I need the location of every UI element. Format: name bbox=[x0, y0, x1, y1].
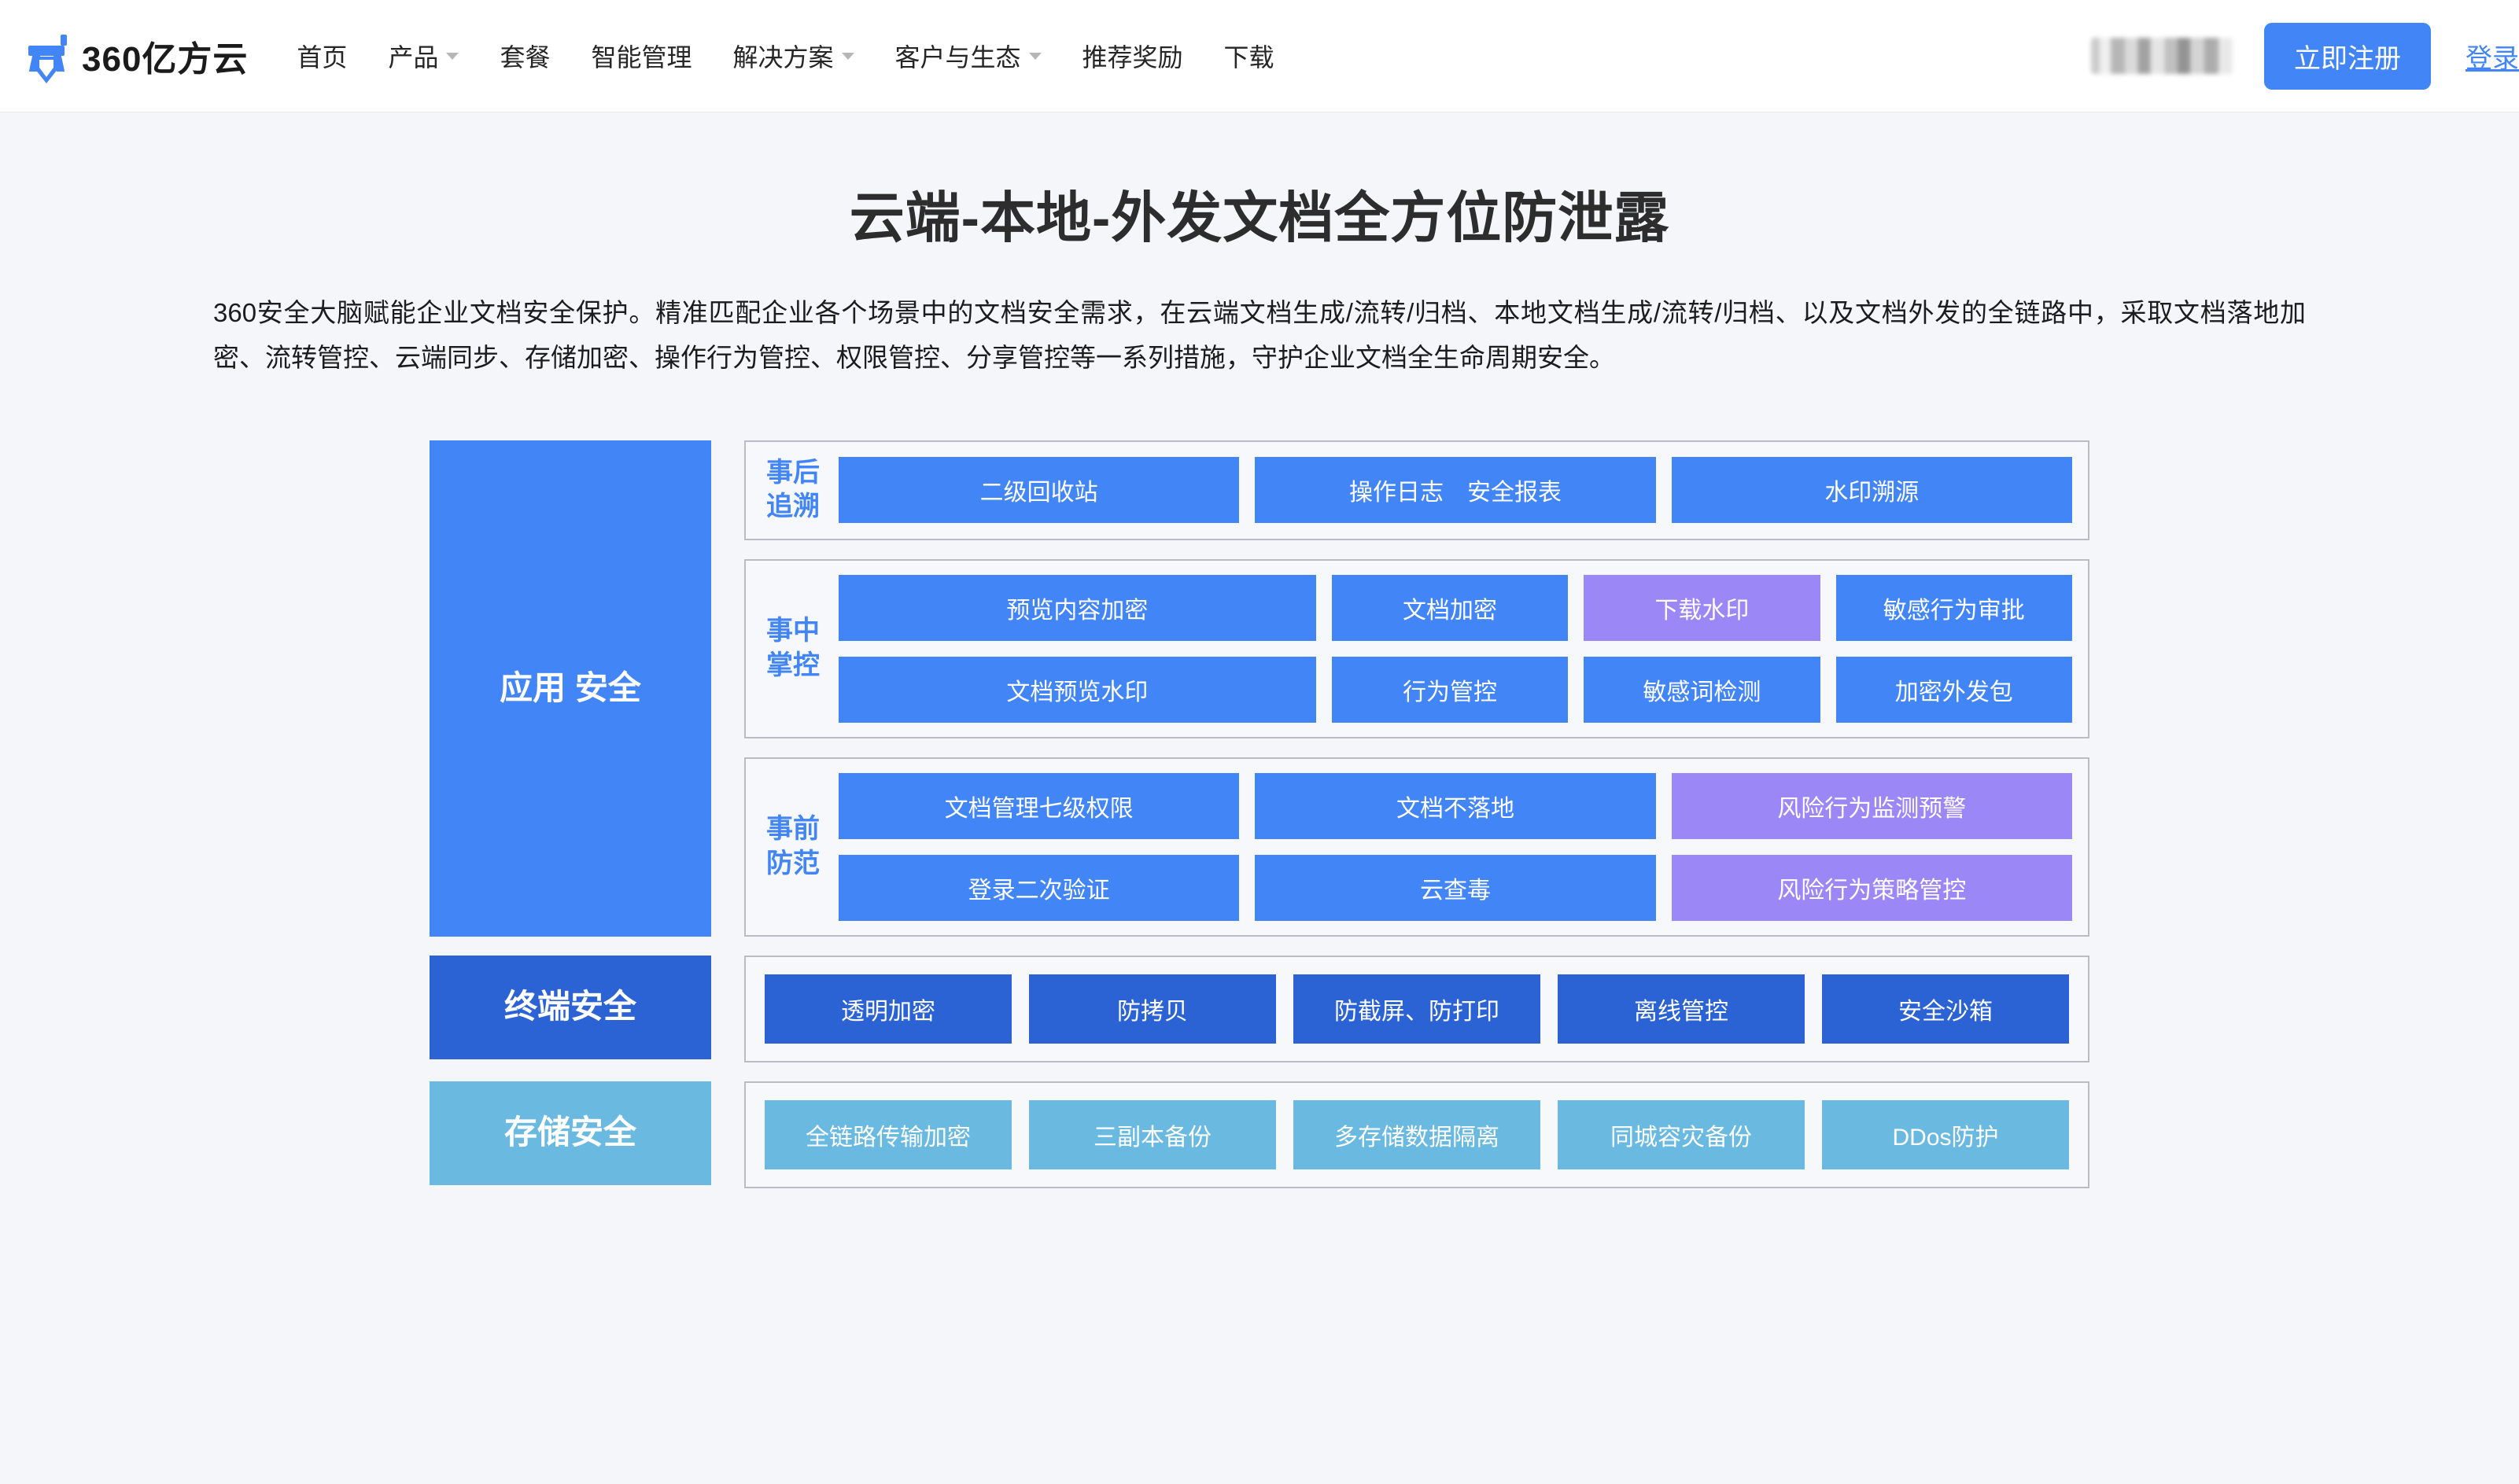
tile-watermark-tracing[interactable]: 水印溯源 bbox=[1671, 457, 2072, 524]
tile-row: 文档预览水印 行为管控 敏感词检测 加密外发包 bbox=[839, 656, 2072, 723]
tile-behavior-control[interactable]: 行为管控 bbox=[1331, 656, 1569, 723]
nav-item-label: 客户与生态 bbox=[894, 43, 1021, 72]
terminal-security-tiles: 透明加密 防拷贝 防截屏、防打印 离线管控 安全沙箱 bbox=[744, 955, 2089, 1062]
nav-item-label: 套餐 bbox=[500, 43, 551, 72]
tile-login-two-factor[interactable]: 登录二次验证 bbox=[839, 854, 1240, 921]
tile-full-link-transport-encryption[interactable]: 全链路传输加密 bbox=[765, 1099, 1012, 1169]
tile-document-preview-watermark[interactable]: 文档预览水印 bbox=[839, 656, 1316, 723]
application-security-groups: 事后 追溯 二级回收站 操作日志 安全报表 水印溯源 事中 掌控 预 bbox=[744, 440, 2089, 937]
tile-sensitive-behavior-approval[interactable]: 敏感行为审批 bbox=[1835, 574, 2072, 641]
nav-item-home[interactable]: 首页 bbox=[297, 38, 347, 74]
nav-item-label: 解决方案 bbox=[732, 43, 834, 72]
tile-cloud-antivirus[interactable]: 云查毒 bbox=[1255, 854, 1656, 921]
tile-row: 文档管理七级权限 文档不落地 风险行为监测预警 bbox=[839, 772, 2072, 839]
group-label: 事中 掌控 bbox=[766, 616, 820, 680]
nav-item-label: 推荐奖励 bbox=[1082, 43, 1183, 72]
post-incident-tracing-group: 事后 追溯 二级回收站 操作日志 安全报表 水印溯源 bbox=[744, 440, 2089, 540]
tile-row: 二级回收站 操作日志 安全报表 水印溯源 bbox=[839, 457, 2072, 524]
tile-sensitive-word-detection[interactable]: 敏感词检测 bbox=[1584, 656, 1820, 723]
tile-document-encryption[interactable]: 文档加密 bbox=[1331, 574, 1569, 641]
nav-item-label: 智能管理 bbox=[591, 43, 692, 72]
yifangyun-logo-icon bbox=[24, 28, 69, 83]
page-description: 360安全大脑赋能企业文档安全保护。精准匹配企业各个场景中的文档安全需求，在云端… bbox=[213, 298, 2306, 372]
tile-multi-storage-data-isolation[interactable]: 多存储数据隔离 bbox=[1293, 1099, 1540, 1169]
nav-item-smart-management[interactable]: 智能管理 bbox=[591, 38, 692, 74]
nav-item-customers-ecosystem[interactable]: 客户与生态 bbox=[895, 38, 1042, 74]
tile-operation-log-security-report[interactable]: 操作日志 安全报表 bbox=[1255, 457, 1656, 524]
login-link[interactable]: 登录 bbox=[2466, 43, 2519, 74]
chevron-down-icon bbox=[446, 52, 459, 60]
brand-logo[interactable]: 360亿方云 bbox=[24, 28, 248, 83]
tile-transparent-encryption[interactable]: 透明加密 bbox=[765, 974, 1012, 1044]
nav-item-solutions[interactable]: 解决方案 bbox=[732, 38, 854, 74]
nav-item-label: 首页 bbox=[297, 43, 348, 72]
tile-no-local-landing[interactable]: 文档不落地 bbox=[1255, 772, 1656, 839]
redacted-banner bbox=[2091, 38, 2233, 74]
storage-security-row: 存储安全 全链路传输加密 三副本备份 多存储数据隔离 同城容灾备份 DDos防护 bbox=[430, 1081, 2089, 1188]
tile-security-sandbox[interactable]: 安全沙箱 bbox=[1822, 974, 2069, 1044]
tile-three-replica-backup[interactable]: 三副本备份 bbox=[1029, 1099, 1276, 1169]
page-content: 云端-本地-外发文档全方位防泄露 360安全大脑赋能企业文档安全保护。精准匹配企… bbox=[0, 112, 2519, 1484]
in-incident-control-group: 事中 掌控 预览内容加密 文档加密 下载水印 敏感行为审批 文档预览水印 行为管… bbox=[744, 558, 2089, 738]
tile-anti-screenshot-anti-print[interactable]: 防截屏、防打印 bbox=[1293, 974, 1540, 1044]
nav-item-label: 产品 bbox=[388, 43, 439, 72]
nav-item-packages[interactable]: 套餐 bbox=[500, 38, 550, 74]
tile-offline-control[interactable]: 离线管控 bbox=[1558, 974, 1805, 1044]
nav-item-download[interactable]: 下载 bbox=[1224, 38, 1274, 74]
hero-section: 云端-本地-外发文档全方位防泄露 360安全大脑赋能企业文档安全保护。精准匹配企… bbox=[0, 112, 2519, 381]
tile-risk-behavior-monitoring-alert[interactable]: 风险行为监测预警 bbox=[1671, 772, 2072, 839]
terminal-security-label: 终端安全 bbox=[430, 955, 711, 1059]
group-label: 事后 追溯 bbox=[766, 457, 820, 522]
tile-anti-copy[interactable]: 防拷贝 bbox=[1029, 974, 1276, 1044]
top-navigation-bar: 360亿方云 首页 产品 套餐 智能管理 解决方案 客户与生态 推荐奖励 下载 bbox=[0, 0, 2519, 112]
tile-encrypted-outbound-package[interactable]: 加密外发包 bbox=[1835, 656, 2072, 723]
storage-security-label: 存储安全 bbox=[430, 1081, 711, 1185]
tile-ddos-protection[interactable]: DDos防护 bbox=[1822, 1099, 2069, 1169]
nav-item-label: 下载 bbox=[1223, 43, 1274, 72]
tile-risk-behavior-policy-control[interactable]: 风险行为策略管控 bbox=[1671, 854, 2072, 921]
storage-security-tiles: 全链路传输加密 三副本备份 多存储数据隔离 同城容灾备份 DDos防护 bbox=[744, 1081, 2089, 1188]
tile-download-watermark[interactable]: 下载水印 bbox=[1584, 574, 1820, 641]
application-security-label: 应用 安全 bbox=[430, 440, 711, 937]
tile-secondary-recycle-bin[interactable]: 二级回收站 bbox=[839, 457, 1240, 524]
tile-seven-level-permissions[interactable]: 文档管理七级权限 bbox=[839, 772, 1240, 839]
tile-row: 预览内容加密 文档加密 下载水印 敏感行为审批 bbox=[839, 574, 2072, 641]
group-label: 事前 防范 bbox=[766, 814, 820, 878]
pre-incident-prevention-group: 事前 防范 文档管理七级权限 文档不落地 风险行为监测预警 登录二次验证 云查毒… bbox=[744, 757, 2089, 937]
application-security-row: 应用 安全 事后 追溯 二级回收站 操作日志 安全报表 水印溯源 事中 bbox=[430, 440, 2089, 937]
nav-item-referral-rewards[interactable]: 推荐奖励 bbox=[1082, 38, 1183, 74]
tile-same-city-disaster-backup[interactable]: 同城容灾备份 bbox=[1558, 1099, 1805, 1169]
page-title: 云端-本地-外发文档全方位防泄露 bbox=[849, 187, 1670, 249]
register-button[interactable]: 立即注册 bbox=[2264, 22, 2431, 90]
nav-actions: 立即注册 登录 bbox=[2091, 22, 2519, 90]
tile-row: 登录二次验证 云查毒 风险行为策略管控 bbox=[839, 854, 2072, 921]
chevron-down-icon bbox=[1028, 52, 1042, 60]
tile-preview-content-encryption[interactable]: 预览内容加密 bbox=[839, 574, 1316, 641]
terminal-security-row: 终端安全 透明加密 防拷贝 防截屏、防打印 离线管控 安全沙箱 bbox=[430, 955, 2089, 1062]
chevron-down-icon bbox=[841, 52, 854, 60]
security-architecture-diagram: 应用 安全 事后 追溯 二级回收站 操作日志 安全报表 水印溯源 事中 bbox=[430, 440, 2089, 1188]
brand-name: 360亿方云 bbox=[82, 40, 249, 79]
nav-item-products[interactable]: 产品 bbox=[388, 38, 459, 74]
main-menu: 首页 产品 套餐 智能管理 解决方案 客户与生态 推荐奖励 下载 bbox=[297, 38, 2091, 74]
